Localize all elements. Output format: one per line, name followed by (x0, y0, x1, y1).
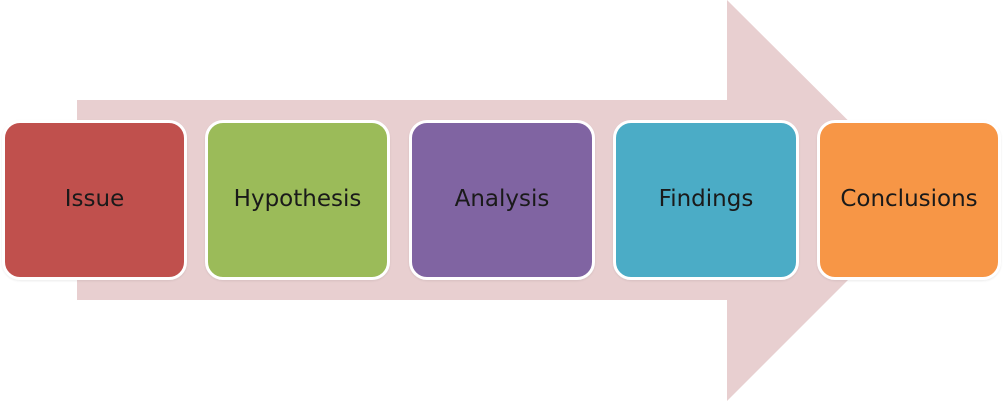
step-analysis: Analysis (409, 120, 595, 280)
step-hypothesis-label: Hypothesis (233, 186, 362, 213)
step-conclusions: Conclusions (817, 120, 1001, 280)
step-analysis-label: Analysis (454, 186, 550, 213)
step-hypothesis: Hypothesis (205, 120, 390, 280)
step-issue: Issue (2, 120, 187, 280)
step-conclusions-label: Conclusions (840, 186, 978, 213)
step-issue-label: Issue (64, 186, 125, 213)
step-findings-label: Findings (658, 186, 754, 213)
step-findings: Findings (613, 120, 799, 280)
